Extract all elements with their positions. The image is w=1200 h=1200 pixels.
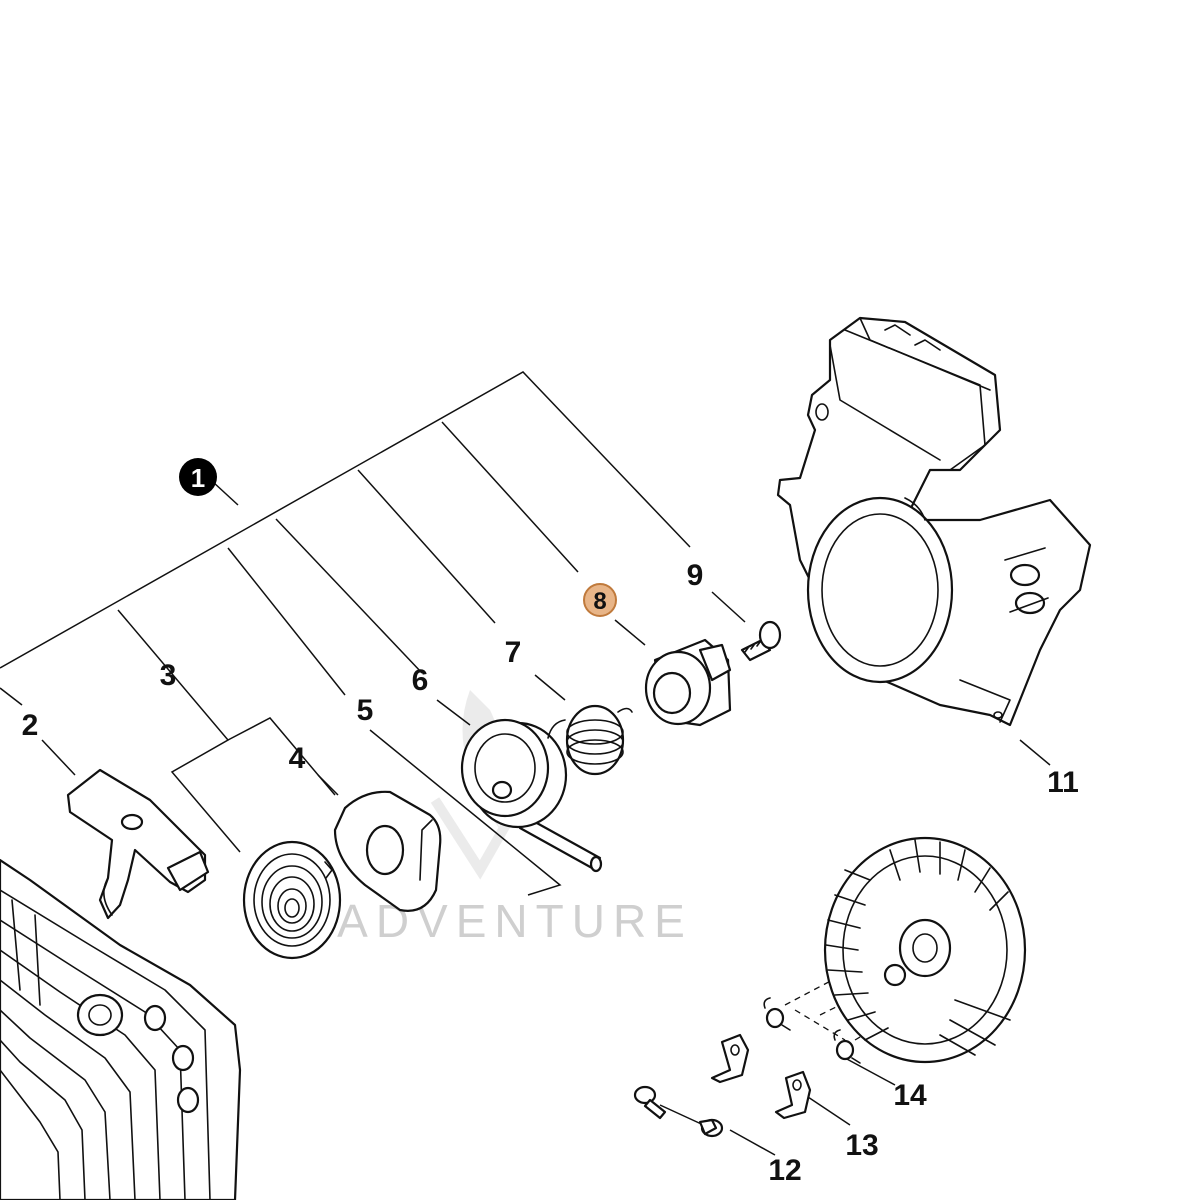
pawl-spring[interactable] <box>547 704 633 776</box>
screw-right[interactable] <box>698 1118 724 1138</box>
label-14[interactable]: 14 <box>893 1079 927 1112</box>
callout-8[interactable]: 8 <box>583 583 617 617</box>
label-13[interactable]: 13 <box>845 1129 878 1162</box>
label-11[interactable]: 11 <box>1047 766 1079 799</box>
label-5[interactable]: 5 <box>357 694 374 727</box>
label-12[interactable]: 12 <box>768 1154 801 1187</box>
spring-housing[interactable] <box>333 790 442 912</box>
rewind-spring[interactable] <box>242 840 342 960</box>
rope-rotor[interactable] <box>460 718 568 829</box>
assembly-badge[interactable]: 1 <box>179 458 217 496</box>
label-2[interactable]: 2 <box>22 709 39 742</box>
label-4[interactable]: 4 <box>289 742 306 775</box>
shoulder-screw[interactable] <box>740 620 782 662</box>
label-3[interactable]: 3 <box>160 659 177 692</box>
label-7[interactable]: 7 <box>505 636 522 669</box>
label-6[interactable]: 6 <box>412 664 429 697</box>
flywheel[interactable] <box>823 836 1027 1064</box>
label-8: 8 <box>593 588 606 615</box>
starter-pawl[interactable] <box>644 638 732 727</box>
pawl-upper[interactable] <box>710 1033 750 1084</box>
assembly-bracket <box>0 371 691 896</box>
label-9[interactable]: 9 <box>687 559 704 592</box>
assembly-number: 1 <box>191 463 205 493</box>
pawl-spring-upper[interactable] <box>763 997 791 1031</box>
pawl-lower[interactable] <box>774 1070 812 1120</box>
pawl-spring-lower[interactable] <box>833 1029 861 1064</box>
screw-left[interactable] <box>633 1085 667 1120</box>
fan-housing[interactable] <box>776 316 1092 727</box>
engine-shroud[interactable] <box>0 858 242 1200</box>
starter-grip[interactable] <box>66 768 210 920</box>
